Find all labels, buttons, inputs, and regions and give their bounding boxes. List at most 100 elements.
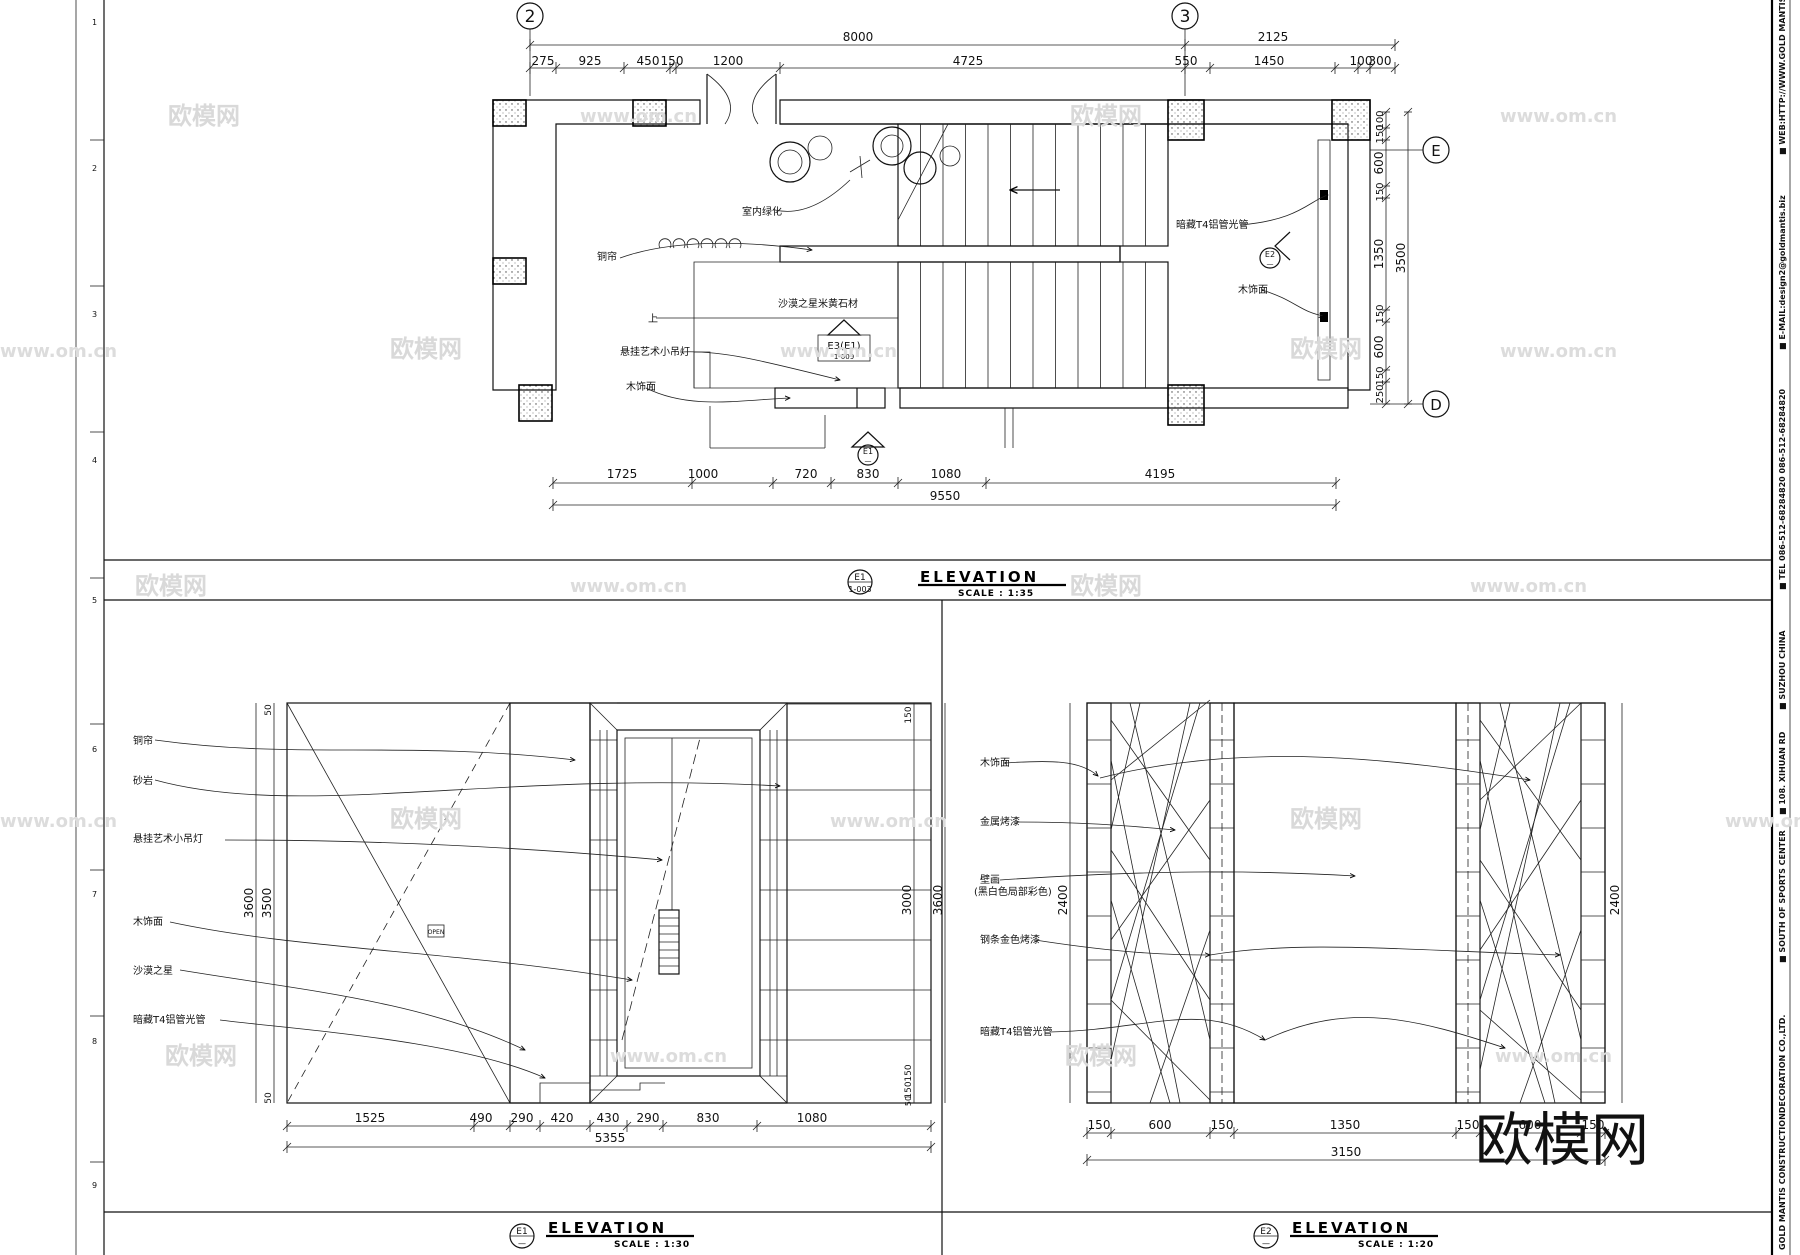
dim-right: 250	[1375, 384, 1386, 403]
e1-dim-bottom: 830	[697, 1111, 720, 1125]
e1-dim-left: 3500	[260, 888, 274, 919]
dim-bottom: 1000	[688, 467, 719, 481]
dim-top: 1200	[713, 54, 744, 68]
watermark-cn: 欧模网	[1290, 335, 1362, 363]
row-number: 3	[92, 310, 97, 319]
e1-label: 悬挂艺术小吊灯	[133, 832, 203, 845]
grid-label-2: 2	[525, 7, 536, 27]
row-number: 9	[92, 1181, 97, 1190]
e1-label: 暗藏T4铝管光管	[133, 1013, 205, 1026]
e1-label: 铜帘	[133, 734, 153, 747]
e1-dim-bottom: 290	[511, 1111, 534, 1125]
dim-right: 600	[1372, 152, 1386, 175]
dim-right-total: 3500	[1394, 243, 1408, 274]
e1-dim-right-small: 150	[904, 1064, 914, 1081]
grid-label-d: D	[1430, 396, 1442, 414]
plan-title: ELEVATION	[920, 568, 1039, 586]
dim-top: 450	[637, 54, 660, 68]
dim-top-overall: 2125	[1258, 30, 1289, 44]
dim-right: 150	[1375, 366, 1386, 385]
e1-dim-right-small: 150	[904, 706, 914, 723]
e2-label: 壁画	[980, 873, 1000, 886]
e1-title-sheet: —	[518, 1239, 526, 1248]
e2-dim-right: 2400	[1608, 885, 1622, 916]
row-number: 5	[92, 596, 97, 605]
dim-bottom: 1725	[607, 467, 638, 481]
watermark-url: www.om.cn	[1495, 1046, 1612, 1067]
e2-label-sub: (黑白色局部彩色)	[974, 885, 1052, 898]
section-tag: E3(E1)	[827, 341, 860, 352]
dim-top: 550	[1175, 54, 1198, 68]
e1-label: 沙漠之星	[133, 964, 173, 977]
e1-dim-right: 3000	[900, 885, 914, 916]
open-mark: OPEN	[428, 929, 445, 936]
dim-top: 150	[661, 54, 684, 68]
tag-e2-plan: E2	[1265, 250, 1275, 259]
e2-dim-bottom: 600	[1149, 1118, 1172, 1132]
row-number: 8	[92, 1037, 97, 1046]
e2-dim-bottom: 150	[1457, 1118, 1480, 1132]
watermark-url: www.om.cn	[780, 341, 897, 362]
watermark-url: www.om.cn	[1500, 106, 1617, 127]
dim-top: 100	[1350, 54, 1373, 68]
plan-title-ref: E1	[854, 573, 865, 583]
watermark-cn: 欧模网	[1070, 102, 1142, 130]
row-numbers: 1 2 3 4 5 6 7 8 9	[92, 18, 97, 1190]
watermark-url: www.om.cn	[1725, 811, 1800, 832]
e1-dim-bottom: 1080	[797, 1111, 828, 1125]
label-strip: 暗藏T4铝管光管	[1176, 218, 1248, 231]
address-road: ■ 108. XIHUAN RD	[1778, 731, 1787, 815]
e2-dim-bottom: 150	[1582, 1118, 1605, 1132]
dim-top: 1450	[1254, 54, 1285, 68]
title-block-texts: GOLD MANTIS CONSTRUCTIONDECORATION CO.,L…	[1778, 0, 1787, 1250]
watermark-url: www.om.cn	[610, 1046, 727, 1067]
grid-label-3: 3	[1180, 7, 1191, 27]
e2-dim-bottom: 600	[1519, 1118, 1542, 1132]
e1-dim-left: 3600	[242, 888, 256, 919]
watermark-cn: 欧模网	[168, 102, 240, 130]
e2-title-ref: E2	[1260, 1227, 1271, 1237]
dim-right: 100	[1375, 110, 1386, 129]
grid-label-e: E	[1431, 142, 1440, 160]
contact-email: ■ E-MAIL:design2@goldmantis.biz	[1778, 195, 1787, 350]
dim-right: 150	[1375, 182, 1386, 201]
row-number: 1	[92, 18, 97, 27]
e2-title: ELEVATION	[1292, 1219, 1411, 1237]
row-number: 6	[92, 745, 97, 754]
stair-plan: 2 3 E D 8000 2125 275 925 450 150 1200 4…	[492, 2, 1450, 599]
dim-bottom: 830	[857, 467, 880, 481]
e1-label: 木饰面	[133, 915, 163, 928]
e2-dim-bottom: 150	[1211, 1118, 1234, 1132]
row-number: 2	[92, 164, 97, 173]
watermark-url: www.om.cn	[1470, 576, 1587, 597]
e1-title: ELEVATION	[548, 1219, 667, 1237]
row-number: 7	[92, 890, 97, 899]
e1-dim-bottom: 420	[551, 1111, 574, 1125]
dim-bottom: 720	[795, 467, 818, 481]
dim-right: 150	[1375, 124, 1386, 143]
dim-bottom: 1080	[931, 467, 962, 481]
e2-dim-bottom: 150	[1088, 1118, 1111, 1132]
e2-label: 暗藏T4铝管光管	[980, 1025, 1052, 1038]
label-veneer-right: 木饰面	[1238, 283, 1268, 296]
dim-top: 925	[579, 54, 602, 68]
watermark-url: www.om.cn	[580, 106, 697, 127]
e2-dim-left: 2400	[1056, 885, 1070, 916]
plan-title-sheet: 1-003	[848, 585, 871, 594]
e2-dim-bottom: 1350	[1330, 1118, 1361, 1132]
dim-top-overall: 8000	[843, 30, 874, 44]
e1-dim-right: 3600	[931, 885, 945, 916]
watermark-cn: 欧模网	[1065, 1042, 1137, 1070]
elevation-e1: OPEN 铜帘 砂岩 悬挂艺术小吊灯 木饰面 沙漠之星 暗藏T4铝管光管 360…	[133, 702, 946, 1250]
e1-dim-right-small: 50	[904, 1096, 913, 1106]
e2-title-sheet: —	[1262, 1239, 1270, 1248]
tag-e1-plan: E1	[863, 447, 873, 456]
section-sheet: 1-009	[834, 353, 854, 361]
e1-dim-bottom: 490	[470, 1111, 493, 1125]
dim-right: 600	[1372, 336, 1386, 359]
contact-tel: ■ TEL 086-512-68284820 086-512-68284820	[1778, 388, 1787, 590]
dim-bottom-total: 9550	[930, 489, 961, 503]
dim-top: 4725	[953, 54, 984, 68]
label-lamp: 悬挂艺术小吊灯	[620, 345, 690, 358]
